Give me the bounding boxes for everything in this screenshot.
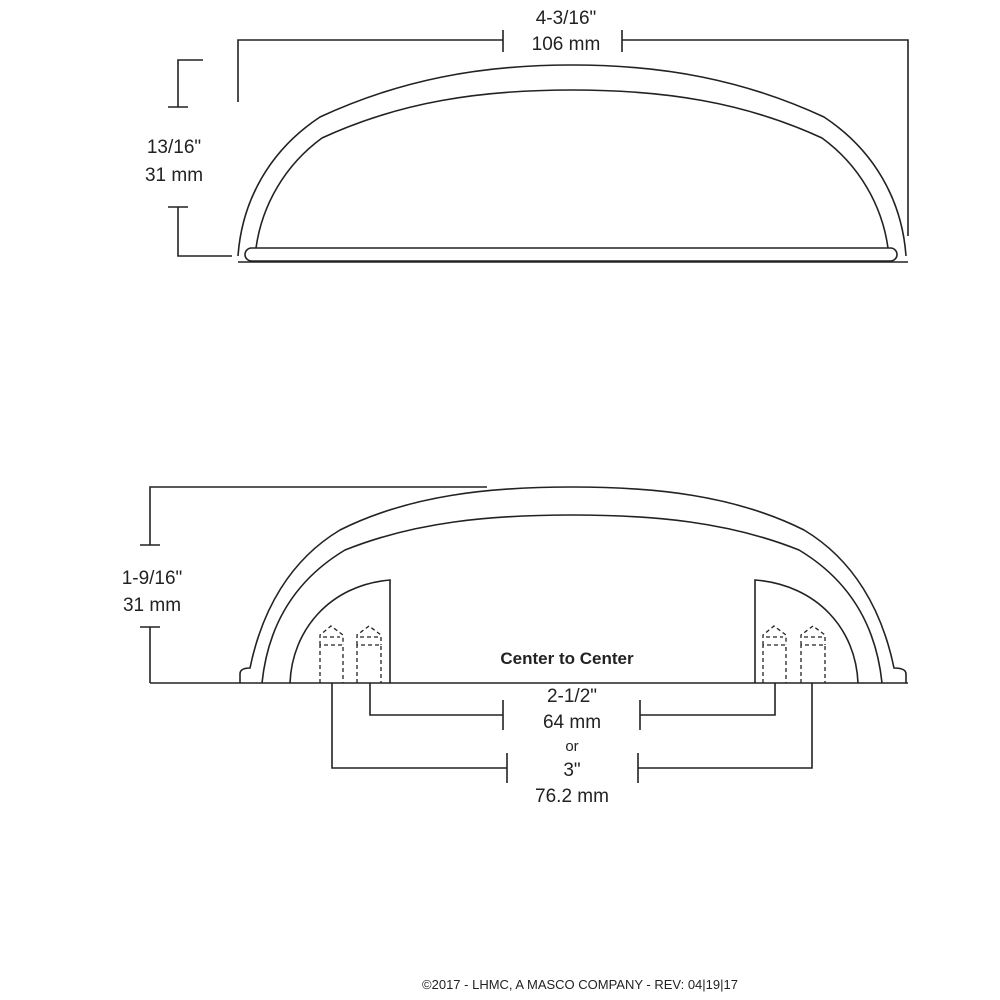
pull-outer-profile: [237, 64, 907, 257]
cc1-inches: 2-1/2": [547, 686, 597, 707]
cc1-dimension-line-left: [369, 683, 504, 730]
or-label: or: [565, 738, 578, 755]
height-mm: 31 mm: [123, 595, 181, 616]
pull-base-bar: [244, 247, 898, 262]
cc2-dimension-line-left: [331, 683, 508, 783]
bottom-view: 1-9/16" 31 mm Center to Center 2-1/2" 64…: [122, 486, 908, 807]
height-dimension-line-top: [140, 486, 487, 546]
screw-hole-3: [762, 625, 787, 683]
width-mm: 106 mm: [532, 34, 601, 55]
height-inches: 13/16": [147, 137, 201, 158]
pull-inner-profile: [261, 514, 883, 684]
screw-hole-2: [356, 625, 382, 683]
cc1-mm: 64 mm: [543, 712, 601, 733]
top-view: 4-3/16" 106 mm 13/16" 31 mm: [145, 8, 909, 263]
width-dimension-line-right: [621, 30, 909, 236]
height-dimension-line-bottom: [140, 626, 160, 683]
screw-hole-1: [319, 625, 344, 683]
height-inches: 1-9/16": [122, 568, 183, 589]
right-post: [754, 579, 859, 684]
height-dimension-line-bottom: [168, 206, 232, 257]
left-post: [289, 579, 391, 684]
height-mm: 31 mm: [145, 165, 203, 186]
height-dimension-line-top: [168, 59, 203, 108]
pull-outer-profile: [239, 486, 907, 683]
pull-inner-profile: [255, 89, 889, 249]
width-dimension-line-left: [237, 30, 504, 102]
screw-holes: [319, 625, 826, 683]
screw-hole-4: [800, 625, 826, 683]
copyright-footer: ©2017 - LHMC, A MASCO COMPANY - REV: 04|…: [422, 977, 738, 992]
width-inches: 4-3/16": [536, 8, 597, 29]
cc2-dimension-line-right: [637, 683, 813, 783]
cc2-inches: 3": [563, 760, 580, 781]
cc2-mm: 76.2 mm: [535, 786, 609, 807]
center-to-center-label: Center to Center: [500, 649, 634, 668]
cc1-dimension-line-right: [639, 683, 776, 730]
